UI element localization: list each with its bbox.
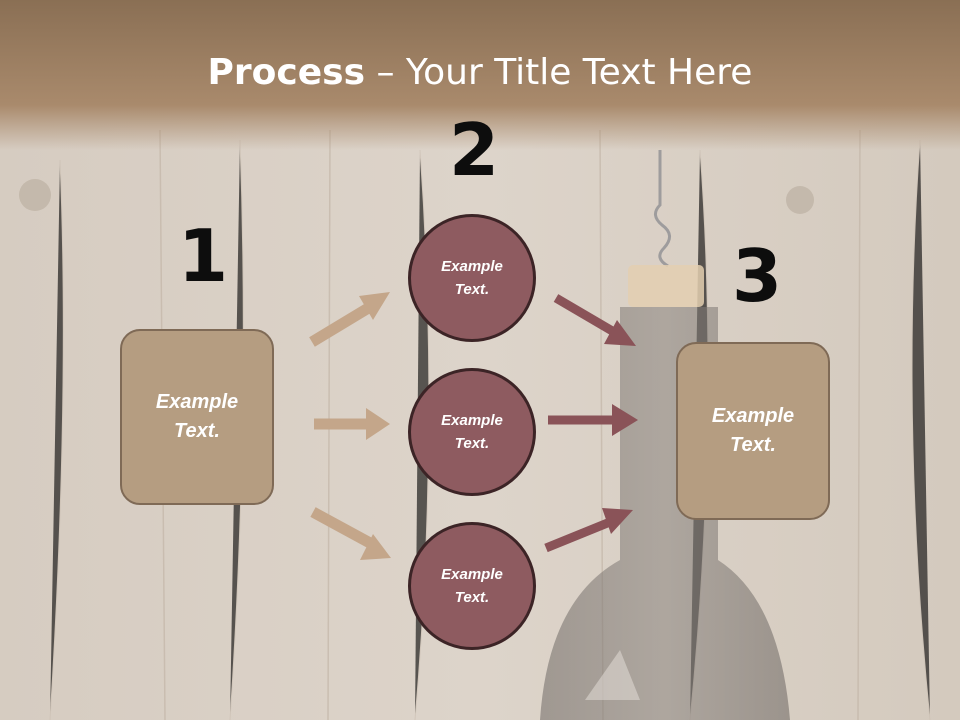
arrow-middle-to-3 — [548, 404, 638, 436]
step-2-number: 2 — [449, 108, 500, 192]
arrow-1-to-top — [309, 292, 390, 347]
arrow-bottom-to-3 — [544, 508, 633, 553]
title-bold: Process — [207, 52, 366, 93]
step-3-number: 3 — [732, 234, 783, 318]
arrow-top-to-3 — [553, 294, 636, 346]
title-band — [0, 0, 960, 150]
slide-title: Process – Your Title Text Here — [0, 52, 960, 93]
step-2-circle-bottom: Example Text. — [408, 522, 536, 650]
step-1-box: Example Text. — [120, 329, 274, 505]
step-2-circle-top: Example Text. — [408, 214, 536, 342]
step-1-number: 1 — [178, 214, 229, 298]
step-3-box: Example Text. — [676, 342, 830, 520]
arrow-1-to-bottom — [310, 507, 391, 560]
step-2-circle-middle: Example Text. — [408, 368, 536, 496]
title-rest: – Your Title Text Here — [365, 52, 753, 93]
arrow-1-to-middle — [314, 408, 390, 440]
